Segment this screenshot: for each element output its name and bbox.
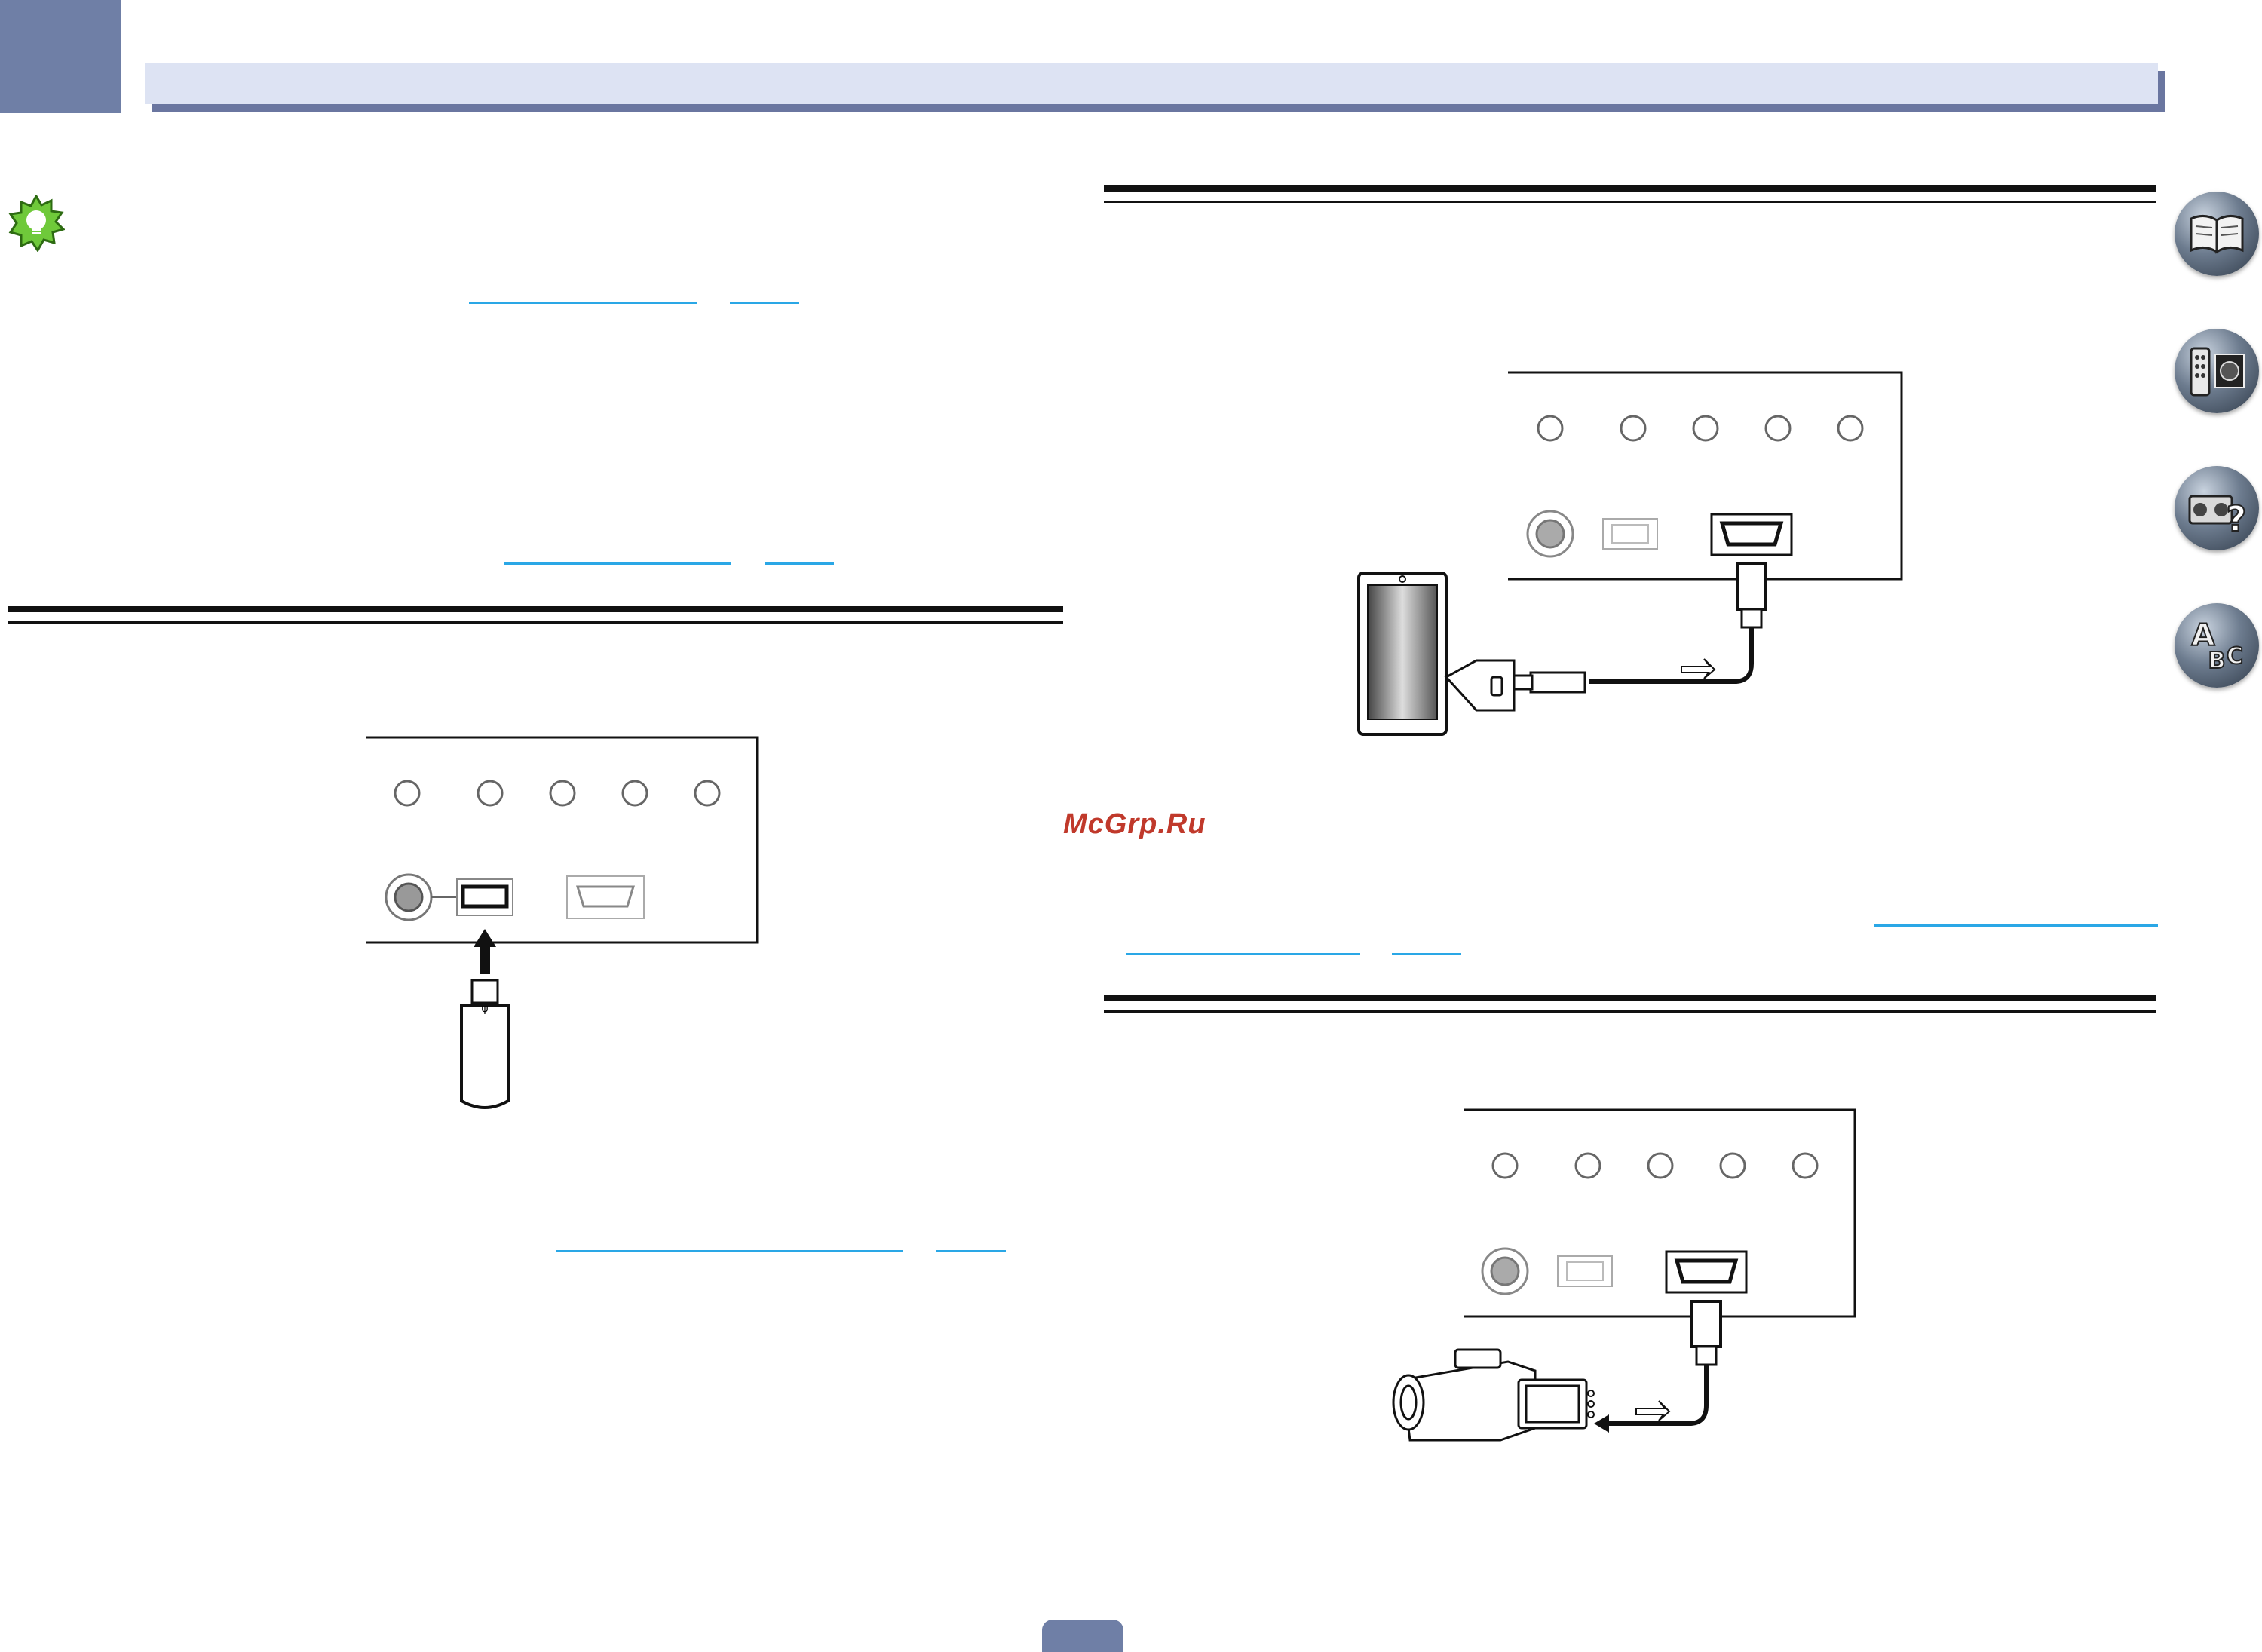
lightbulb-icon	[8, 193, 66, 253]
mhl-device-connection-diagram	[1357, 371, 1903, 736]
section-rule	[8, 606, 1063, 624]
page-number-tab	[1042, 1620, 1123, 1652]
page-link[interactable]	[936, 1250, 1006, 1252]
manual-contents-button[interactable]	[2175, 192, 2259, 276]
page-link[interactable]	[765, 562, 834, 565]
hdmi-camera-connection-diagram	[1392, 1108, 1856, 1442]
troubleshooting-button[interactable]: ?	[2175, 466, 2259, 550]
section-rule	[1104, 995, 2156, 1013]
usb-memory-connection-diagram: ψ	[366, 736, 759, 1109]
glossary-button[interactable]: A B C	[2175, 603, 2259, 688]
svg-text:ψ: ψ	[481, 1003, 488, 1015]
cross-reference-link[interactable]	[469, 302, 697, 304]
cross-reference-link[interactable]	[504, 562, 731, 565]
troubleshooting-icon: ?	[2188, 495, 2247, 540]
remote-control-icon	[2190, 347, 2245, 397]
cross-reference-link[interactable]	[1126, 953, 1360, 955]
svg-text:?: ?	[2227, 498, 2247, 539]
cross-reference-link[interactable]	[1874, 924, 2158, 927]
svg-text:A: A	[2192, 618, 2215, 653]
remote-control-button[interactable]	[2175, 329, 2259, 413]
svg-text:B: B	[2208, 648, 2226, 674]
cross-reference-link[interactable]	[556, 1250, 903, 1252]
page-link[interactable]	[1392, 953, 1461, 955]
page-header-band	[145, 63, 2158, 104]
chapter-tab	[0, 0, 121, 113]
page-link[interactable]	[730, 302, 799, 304]
watermark: McGrp.Ru	[1063, 808, 1206, 840]
svg-text:C: C	[2227, 643, 2243, 670]
book-icon	[2190, 215, 2244, 254]
glossary-abc-icon: A B C	[2191, 618, 2245, 675]
section-rule	[1104, 185, 2156, 203]
